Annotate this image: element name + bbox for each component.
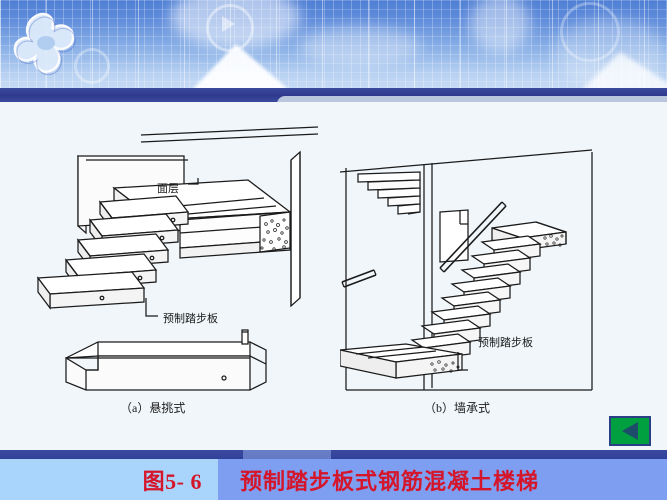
banner-glow — [300, 26, 420, 66]
figure-title: 预制踏步板式钢筋混凝土楼梯 — [240, 468, 540, 494]
circle-decoration-icon — [74, 48, 110, 84]
banner-grid-major — [0, 0, 667, 96]
figure-b-wall-bearing-stair — [340, 149, 593, 391]
label-precast-step-slab-b: 预制踏步板 — [478, 337, 533, 349]
banner-grid-texture — [0, 0, 667, 96]
slide-content: 面层 预制踏步板 — [0, 102, 667, 450]
header-banner — [0, 0, 667, 96]
left-triangle-icon — [622, 422, 638, 440]
cloud-shape — [188, 44, 294, 94]
figure-a-cantilever-stair — [36, 126, 319, 391]
footer-strip-accent — [243, 450, 331, 459]
label-surface-layer-a: 面层 — [157, 183, 179, 195]
back-navigation-button[interactable] — [609, 416, 651, 446]
banner-glow — [470, 0, 530, 52]
footer-divider-strip — [0, 450, 667, 459]
cloud-shape — [580, 52, 667, 92]
footer-title-bar: 图5- 6 预制踏步板式钢筋混凝土楼梯 — [0, 459, 667, 500]
footer-right-panel: 预制踏步板式钢筋混凝土楼梯 — [218, 459, 667, 500]
splat-logo — [12, 8, 90, 88]
figure-b-caption: （b）墙承式 — [424, 401, 491, 415]
figure-number: 图5- 6 — [142, 468, 202, 494]
footer-left-panel: 图5- 6 — [0, 459, 218, 500]
figure-a-caption: （a）悬挑式 — [120, 401, 186, 415]
label-precast-step-slab-a: 预制踏步板 — [163, 313, 218, 325]
play-triangle-icon — [222, 16, 235, 32]
